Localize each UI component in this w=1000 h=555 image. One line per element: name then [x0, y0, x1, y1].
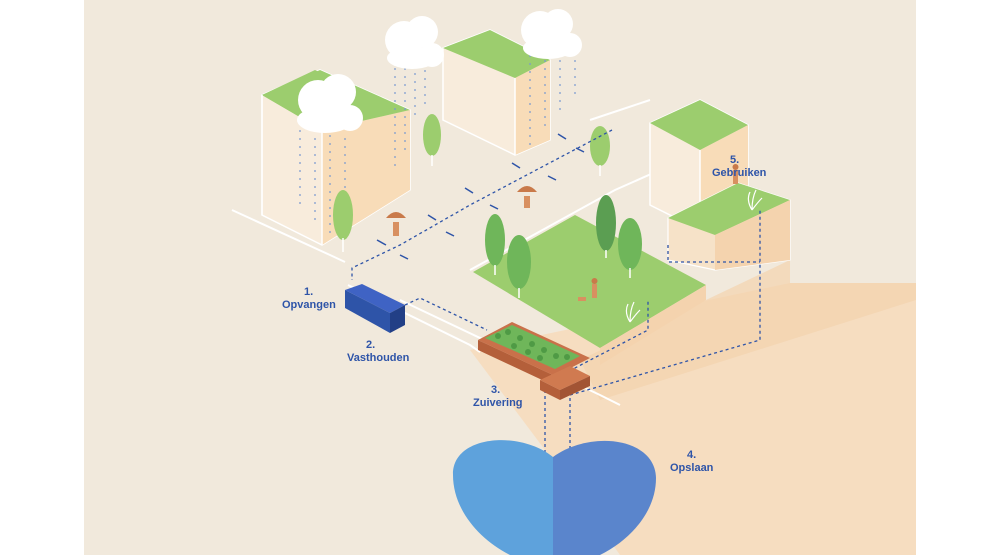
person-with-umbrella-icon	[517, 186, 537, 208]
step-2-label: Vasthouden	[347, 352, 410, 364]
step-5-number: 5.	[730, 154, 739, 166]
step-2-number: 2.	[366, 339, 375, 351]
tree-icon	[423, 114, 441, 166]
step-4-label: Opslaan	[670, 462, 714, 474]
step-4-number: 4.	[687, 449, 696, 461]
cloud-icon	[385, 16, 444, 69]
water-storage	[452, 440, 656, 555]
drainage-pipe	[351, 129, 761, 455]
person-icon	[732, 164, 739, 184]
person-with-umbrella-icon	[386, 212, 406, 236]
retention-basin	[345, 284, 405, 333]
tree-icon	[333, 190, 353, 252]
building-middle	[442, 29, 551, 156]
step-5-label: Gebruiken	[712, 167, 767, 179]
tree-icon	[618, 218, 642, 278]
inflow-arrows	[376, 133, 585, 260]
cloud-icon	[297, 74, 363, 133]
cloud-icon	[521, 9, 582, 59]
tree-icon	[590, 126, 610, 176]
plant-icon	[625, 189, 763, 323]
step-3-label: Zuivering	[473, 397, 523, 409]
tree-icon	[507, 235, 531, 298]
step-1-label: Opvangen	[282, 299, 336, 311]
person-with-dog-icon	[578, 278, 598, 301]
step-1-number: 1.	[304, 286, 313, 298]
rain-icon	[299, 55, 576, 235]
step-3-number: 3.	[491, 384, 500, 396]
tree-icon	[485, 214, 505, 275]
ground-side	[580, 260, 916, 400]
tree-icon	[596, 195, 616, 258]
reed-filter	[478, 322, 590, 400]
